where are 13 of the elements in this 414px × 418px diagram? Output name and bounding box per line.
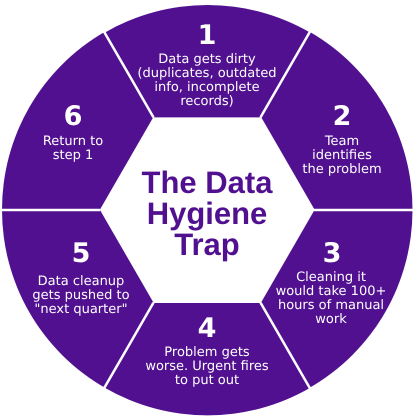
step-description: Data cleanup gets pushed to "next quarter" xyxy=(32,275,130,317)
step-number: 5 xyxy=(71,240,91,267)
step-number: 1 xyxy=(197,22,217,49)
step-description: Team identifies the problem xyxy=(302,134,382,177)
step-number: 4 xyxy=(197,314,217,342)
step-description: Return to step 1 xyxy=(42,134,104,163)
step-number: 3 xyxy=(322,240,342,267)
diagram-title: The Data Hygiene Trap xyxy=(141,167,273,260)
step-number: 6 xyxy=(63,102,83,130)
step-description: Problem gets worse. Urgent fires to put out xyxy=(144,346,270,388)
step-description: Cleaning it would take 100+ hours of manual work xyxy=(275,271,387,327)
step-number: 2 xyxy=(332,102,352,130)
step-description: Data gets dirty (duplicates, outdated info, incomplete records) xyxy=(136,53,278,109)
